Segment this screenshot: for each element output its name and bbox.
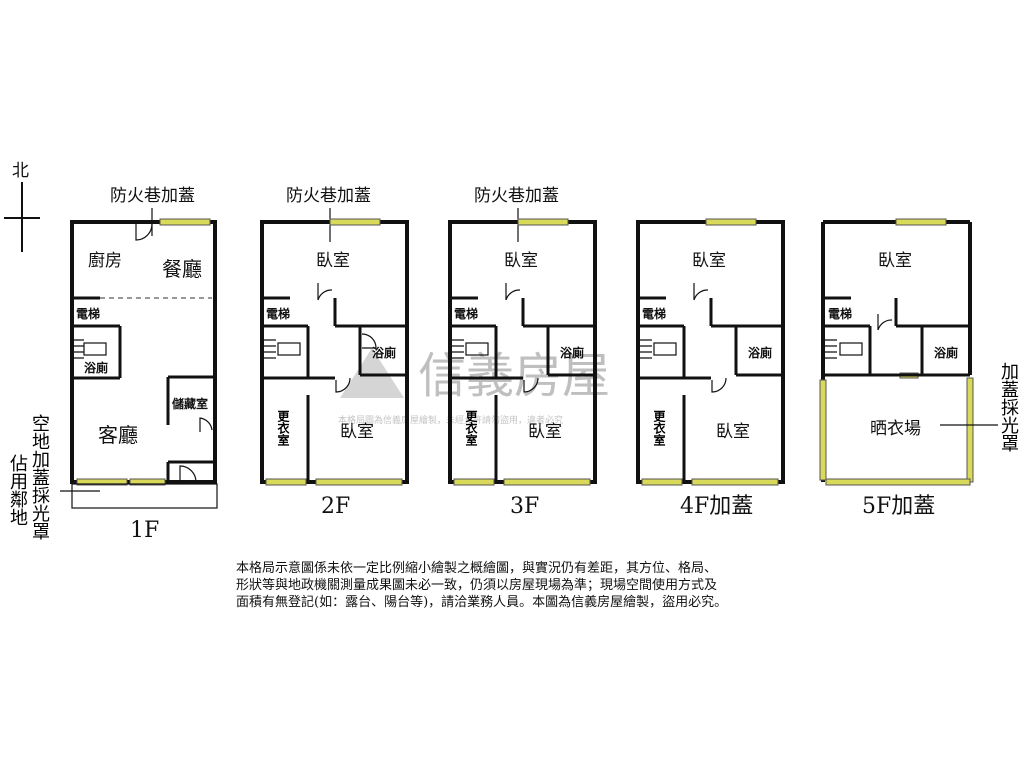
window (819, 379, 827, 481)
room-dining: 餐廳 (162, 257, 202, 281)
room-bath: 浴廁 (934, 345, 958, 360)
window (159, 218, 211, 226)
room-bedroom-bottom: 臥室 (716, 422, 750, 442)
floor-label-2f: 2F (321, 494, 350, 519)
floor-4f-plan: 臥室 電梯 浴廁 更衣室 臥室 4F加蓋 (636, 218, 785, 519)
disclaimer-line-1: 本格局示意圖係未依一定比例縮小繪製之概繪圖，與實況仍有差距，其方位、格局、 (236, 560, 717, 576)
window (517, 218, 569, 226)
compass: 北 (4, 161, 40, 252)
window (265, 478, 307, 486)
left-vertical-annotation: 空地加蓋採光罩 (29, 414, 50, 540)
room-bath: 浴廁 (84, 360, 108, 375)
fire-lane-label-1f: 防火巷加蓋 (110, 186, 195, 206)
window (641, 478, 683, 486)
room-living: 客廳 (98, 423, 138, 447)
room-bath: 浴廁 (372, 345, 396, 360)
disclaimer-line-2: 形狀等與地政機關測量成果圖未必一致，仍須以房屋現場為準；現場空間使用方式及 (236, 577, 717, 593)
window (966, 377, 974, 483)
window (503, 478, 591, 486)
floor-1f-plan: 防火巷加蓋 廚房 餐廳 電梯 浴廁 客廳 儲藏室 1F (60, 186, 218, 543)
room-elevator: 電梯 (76, 306, 100, 321)
window (453, 478, 495, 486)
room-bedroom-bottom: 臥室 (528, 422, 562, 442)
right-vertical-annotation: 加蓋採光罩 (998, 362, 1019, 452)
room-bath: 浴廁 (748, 345, 772, 360)
fire-lane-label-3f: 防火巷加蓋 (474, 186, 559, 206)
room-closet: 更衣室 (652, 410, 666, 446)
room-elevator: 電梯 (828, 306, 852, 321)
window (76, 478, 128, 486)
disclaimer: 本格局示意圖係未依一定比例縮小繪製之概繪圖，與實況仍有差距，其方位、格局、 形狀… (236, 560, 727, 610)
room-bath: 浴廁 (560, 345, 584, 360)
disclaimer-line-3: 面積有無登記(如：露台、陽台等)，請洽業務人員。本圖為信義房屋繪製，盜用必究。 (236, 594, 727, 610)
window (691, 478, 779, 486)
window (705, 218, 757, 226)
room-storage: 儲藏室 (172, 396, 208, 411)
north-label: 北 (12, 161, 29, 181)
floor-label-3f: 3F (510, 494, 539, 519)
window (825, 478, 971, 486)
room-bedroom-top: 臥室 (504, 251, 538, 271)
left-vertical-annotation-2: 佔用鄰地 (7, 454, 28, 526)
room-drying: 晒衣場 (870, 419, 921, 439)
floor-label-1f: 1F (130, 518, 159, 543)
room-elevator: 電梯 (454, 306, 478, 321)
room-bedroom-top: 臥室 (692, 251, 726, 271)
room-bedroom-top: 臥室 (316, 251, 350, 271)
room-bedroom-bottom: 臥室 (340, 422, 374, 442)
floor-2f-plan: 防火巷加蓋 臥室 電梯 浴廁 更衣室 臥室 2F (260, 186, 409, 519)
room-bedroom-top: 臥室 (878, 251, 912, 271)
window (329, 218, 381, 226)
floor-label-5f: 5F加蓋 (862, 494, 935, 519)
brand-logo-icon (340, 348, 404, 398)
room-closet: 更衣室 (464, 410, 478, 446)
room-elevator: 電梯 (642, 306, 666, 321)
window (129, 478, 166, 486)
window (895, 218, 947, 226)
floor-3f-plan: 防火巷加蓋 臥室 電梯 浴廁 更衣室 臥室 3F (448, 186, 597, 519)
room-closet: 更衣室 (276, 410, 290, 446)
window (315, 478, 403, 486)
room-elevator: 電梯 (266, 306, 290, 321)
fire-lane-label-2f: 防火巷加蓋 (286, 186, 371, 206)
floor-5f-plan: 臥室 電梯 浴廁 晒衣場 5F加蓋 (819, 218, 998, 519)
floor-label-4f: 4F加蓋 (680, 494, 753, 519)
room-kitchen: 廚房 (88, 250, 122, 271)
